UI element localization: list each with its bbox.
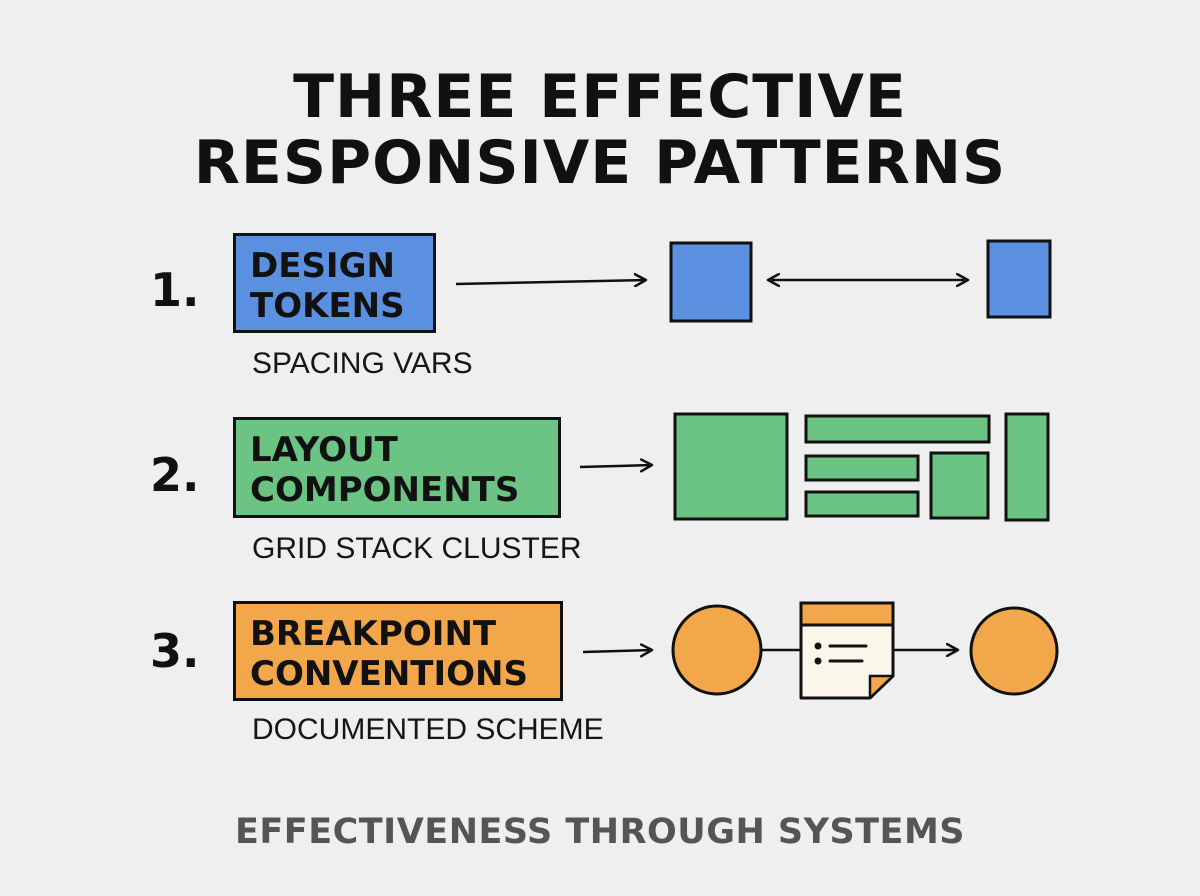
- pattern-2-subtitle: GRID STACK CLUSTER: [252, 532, 582, 565]
- row-1-arrow: [455, 280, 646, 284]
- layout-bar-bottom: [804, 490, 920, 518]
- breakpoint-circle-left: [671, 604, 763, 696]
- layout-block-small: [929, 451, 990, 520]
- pattern-1-label-line-2: TOKENS: [250, 286, 405, 326]
- pattern-3-label-line-1: BREAKPOINT: [250, 614, 497, 654]
- row-3-arrow-1: [582, 650, 652, 652]
- layout-block-large: [673, 412, 789, 521]
- layout-bar-middle: [804, 454, 920, 482]
- pattern-3-subtitle: DOCUMENTED SCHEME: [252, 713, 604, 746]
- pattern-1-number: 1.: [150, 263, 200, 317]
- pattern-1-label-box: DESIGN TOKENS: [233, 233, 436, 333]
- title-line-2: RESPONSIVE PATTERNS: [193, 128, 1007, 198]
- pattern-1-label-line-1: DESIGN: [250, 246, 395, 286]
- title-line-1: THREE EFFECTIVE: [293, 62, 907, 132]
- pattern-3-label-line-2: CONVENTIONS: [250, 654, 528, 694]
- layout-column: [1004, 412, 1050, 522]
- footer-tagline: EFFECTIVENESS THROUGH SYSTEMS: [234, 812, 966, 852]
- token-square-small: [986, 239, 1052, 319]
- pattern-3-number: 3.: [150, 624, 200, 678]
- row-2-arrow: [579, 465, 652, 467]
- pattern-2-label-line-2: COMPONENTS: [250, 470, 520, 510]
- row-2-graphic: [579, 412, 1050, 522]
- pattern-1-subtitle: SPACING VARS: [252, 347, 473, 380]
- pattern-2-number: 2.: [150, 448, 200, 502]
- token-square-large: [669, 241, 753, 323]
- layout-bar-top: [804, 414, 991, 444]
- row-3-graphic: [582, 601, 1059, 700]
- note-icon: [799, 601, 895, 700]
- breakpoint-circle-right: [969, 606, 1059, 696]
- row-1-graphic: [455, 239, 1052, 323]
- pattern-2-label-line-1: LAYOUT: [250, 430, 398, 470]
- pattern-2-label-box: LAYOUT COMPONENTS: [233, 417, 561, 518]
- pattern-3-label-box: BREAKPOINT CONVENTIONS: [233, 601, 563, 701]
